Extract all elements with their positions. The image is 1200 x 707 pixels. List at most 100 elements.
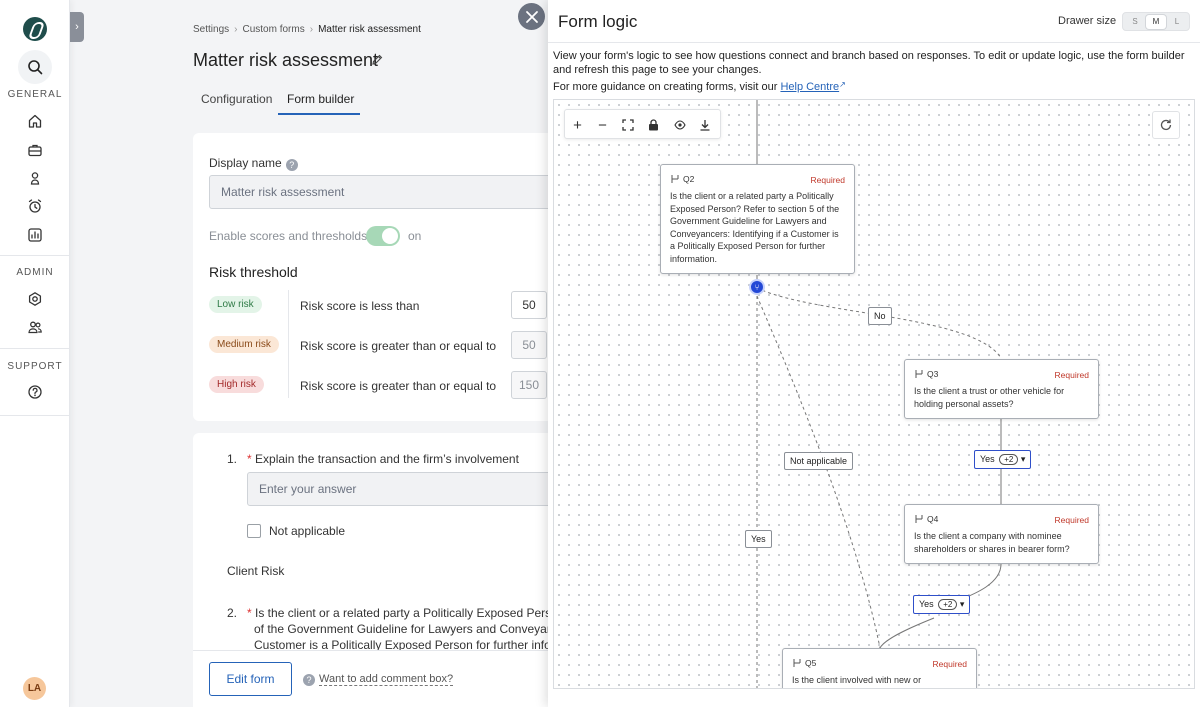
breadcrumb-separator: ›	[309, 24, 314, 35]
required-marker: *	[247, 452, 256, 466]
nav-section-admin: ADMIN	[16, 267, 54, 278]
edge-label-yes-multi[interactable]: Yes +2 ▾	[913, 595, 971, 614]
logic-canvas[interactable]: + − Q2 Required Is the client or a relat…	[553, 99, 1195, 689]
medium-risk-badge: Medium risk	[209, 336, 279, 353]
node-question-text: Is the client or a related party a Polit…	[670, 191, 840, 264]
help-icon: ?	[303, 674, 315, 686]
nav-divider	[0, 348, 70, 349]
side-nav: GENERAL ADMIN SUPPORT LA	[0, 0, 70, 707]
help-circle-icon[interactable]	[25, 382, 45, 402]
drawer-size-s[interactable]: S	[1132, 17, 1138, 26]
display-name-input[interactable]: Matter risk assessment	[209, 175, 553, 209]
breadcrumb: Settings › Custom forms › Matter risk assess…	[193, 24, 421, 35]
display-name-label: Display name?	[209, 156, 298, 171]
medium-risk-value[interactable]: 50	[511, 331, 547, 359]
edit-title-button[interactable]	[371, 54, 383, 69]
breadcrumb-settings[interactable]: Settings	[193, 24, 230, 35]
low-risk-badge: Low risk	[209, 296, 262, 313]
search-button[interactable]	[18, 50, 52, 84]
node-required-tag: Required	[810, 175, 846, 185]
help-icon[interactable]: ?	[285, 159, 298, 171]
fit-view-icon[interactable]	[615, 110, 640, 140]
question-2-text-line3: Customer is a Politically Exposed Person…	[254, 638, 553, 652]
pencil-icon	[372, 54, 383, 65]
section-label: Client Risk	[227, 564, 285, 578]
user-avatar[interactable]: LA	[23, 677, 46, 700]
help-centre-link[interactable]: Help Centre	[780, 81, 840, 93]
app-logo[interactable]	[23, 17, 47, 41]
zoom-out-icon[interactable]: −	[598, 116, 607, 134]
drawer-guidance: For more guidance on creating forms, vis…	[553, 80, 846, 93]
node-header: Q2	[670, 174, 694, 184]
high-risk-value[interactable]: 150	[511, 371, 547, 399]
high-risk-badge: High risk	[209, 376, 264, 393]
node-required-tag: Required	[932, 659, 968, 669]
logic-node-q5[interactable]: Q5 Required Is the client involved with …	[782, 648, 977, 688]
breadcrumb-custom-forms[interactable]: Custom forms	[242, 24, 305, 35]
nav-divider	[0, 415, 70, 416]
form-logic-drawer: Form logic Drawer size S M L View your f…	[548, 0, 1200, 707]
breadcrumb-separator: ›	[234, 24, 238, 35]
tab-configuration[interactable]: Configuration	[201, 92, 273, 106]
not-applicable-checkbox[interactable]	[247, 524, 261, 538]
edge-label-not-applicable[interactable]: Not applicable	[784, 452, 854, 470]
close-drawer-button[interactable]	[518, 3, 545, 30]
drawer-size-label: Drawer size	[1058, 15, 1117, 27]
settings-card: Display name? Matter risk assessment Ena…	[193, 133, 553, 421]
external-link-icon: ↗	[839, 80, 846, 89]
threshold-divider	[288, 290, 289, 398]
medium-risk-rule: Risk score is greater than or equal to	[300, 339, 497, 353]
alarm-clock-icon[interactable]	[25, 196, 45, 216]
download-icon[interactable]	[692, 110, 717, 140]
expand-nav-button[interactable]: ›	[70, 12, 84, 42]
logic-node-q2[interactable]: Q2 Required Is the client or a related p…	[660, 164, 855, 274]
question-1-number: 1.	[227, 452, 238, 466]
active-tab-indicator	[278, 113, 360, 115]
edge-label-no[interactable]: No	[868, 307, 892, 325]
eye-icon[interactable]	[667, 110, 692, 140]
users-icon[interactable]	[25, 317, 45, 337]
logic-node-q3[interactable]: Q3 Required Is the client a trust or oth…	[904, 359, 1099, 419]
question-2-number: 2.	[227, 606, 238, 620]
branch-hub-icon[interactable]: ⑂	[749, 279, 765, 295]
low-risk-value[interactable]: 50	[511, 291, 547, 319]
more-count-chip: +2	[999, 454, 1019, 465]
settings-icon[interactable]	[25, 289, 45, 309]
node-header: Q3	[914, 369, 938, 379]
reports-icon[interactable]	[25, 225, 45, 245]
branch-icon	[915, 515, 923, 523]
drawer-description: View your form's logic to see how questi…	[553, 50, 1185, 76]
question-2-text-line1: * Is the client or a related party a Pol…	[247, 606, 553, 620]
edge-label-yes-multi[interactable]: Yes +2 ▾	[974, 450, 1032, 469]
branch-icon	[671, 175, 679, 183]
home-icon[interactable]	[25, 111, 45, 131]
question-1-answer-input[interactable]: Enter your answer	[247, 472, 553, 506]
add-comment-box-link[interactable]: ?Want to add comment box?	[303, 673, 454, 686]
close-icon	[525, 10, 538, 23]
zoom-in-icon[interactable]: +	[573, 116, 582, 134]
question-1-text: * Explain the transaction and the firm’s…	[247, 452, 519, 466]
nav-divider	[0, 255, 70, 256]
drawer-header-divider	[548, 42, 1200, 43]
required-marker: *	[247, 606, 256, 620]
edge-label-yes[interactable]: Yes	[745, 530, 772, 548]
refresh-logic-button[interactable]	[1152, 111, 1180, 139]
drawer-size-l[interactable]: L	[1174, 17, 1180, 26]
breadcrumb-current: Matter risk assessment	[318, 24, 421, 35]
caret-down-icon: ▾	[959, 599, 965, 609]
drawer-size-m[interactable]: M	[1146, 15, 1166, 29]
contacts-icon[interactable]	[25, 168, 45, 188]
scores-toggle[interactable]	[366, 226, 400, 246]
drawer-size-selector: S M L	[1122, 12, 1190, 31]
logic-node-q4[interactable]: Q4 Required Is the client a company with…	[904, 504, 1099, 564]
tab-form-builder[interactable]: Form builder	[287, 92, 355, 106]
canvas-toolbar: + −	[564, 109, 721, 139]
branch-icon	[793, 659, 801, 667]
questions-card: 1. * Explain the transaction and the fir…	[193, 433, 553, 663]
scores-toggle-label: Enable scores and thresholds	[209, 229, 368, 243]
lock-icon[interactable]	[641, 110, 666, 140]
bottom-action-bar: Edit form ?Want to add comment box?	[193, 650, 553, 707]
edit-form-button[interactable]: Edit form	[209, 662, 292, 696]
chevron-right-icon: ›	[75, 21, 79, 33]
briefcase-icon[interactable]	[25, 140, 45, 160]
